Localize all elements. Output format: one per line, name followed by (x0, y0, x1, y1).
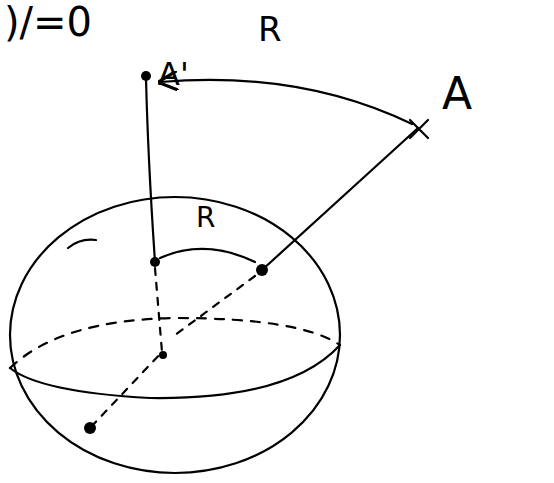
equator-back (10, 318, 340, 368)
sphere-mark (68, 240, 96, 248)
radial-line (262, 128, 418, 270)
equator-front (10, 345, 340, 398)
axis-dashed (175, 276, 255, 335)
radial-line (146, 78, 155, 262)
point-label: R (196, 204, 215, 232)
point (141, 71, 151, 81)
surface-arc (160, 249, 255, 262)
axis-dashed (90, 268, 162, 428)
point (150, 257, 160, 267)
cross-mark (410, 120, 428, 138)
point (159, 351, 167, 359)
point-label: R (258, 12, 282, 46)
equation-text: )/=0 (4, 2, 92, 42)
point (84, 422, 96, 434)
sphere-outline (10, 197, 340, 473)
point-label: A' (158, 58, 189, 90)
rotation-arrow (160, 80, 412, 124)
point-label: A (442, 72, 472, 116)
point (256, 264, 268, 276)
